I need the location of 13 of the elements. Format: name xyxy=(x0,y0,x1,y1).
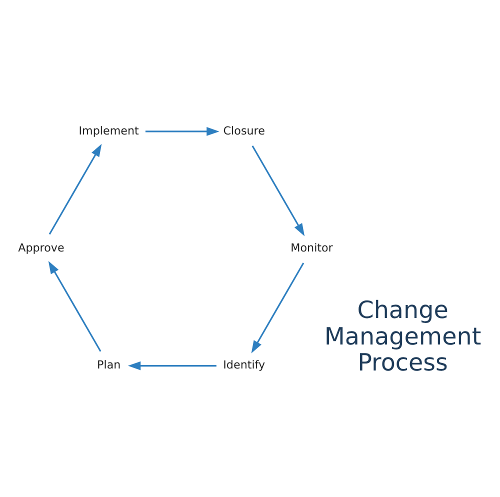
arrow xyxy=(48,260,102,352)
node-text: Identify xyxy=(223,358,266,372)
arrow xyxy=(252,144,305,236)
node-text: Implement xyxy=(78,124,139,137)
node-text: Closure xyxy=(223,124,265,137)
arrow xyxy=(128,360,216,370)
arrow xyxy=(251,262,304,353)
node-text: Plan xyxy=(97,358,121,372)
label: Change Management Process xyxy=(324,296,482,376)
arrow xyxy=(145,126,220,136)
arrow xyxy=(48,143,102,234)
node-text: Monitor xyxy=(290,241,333,254)
node-text: Approve xyxy=(18,241,64,254)
